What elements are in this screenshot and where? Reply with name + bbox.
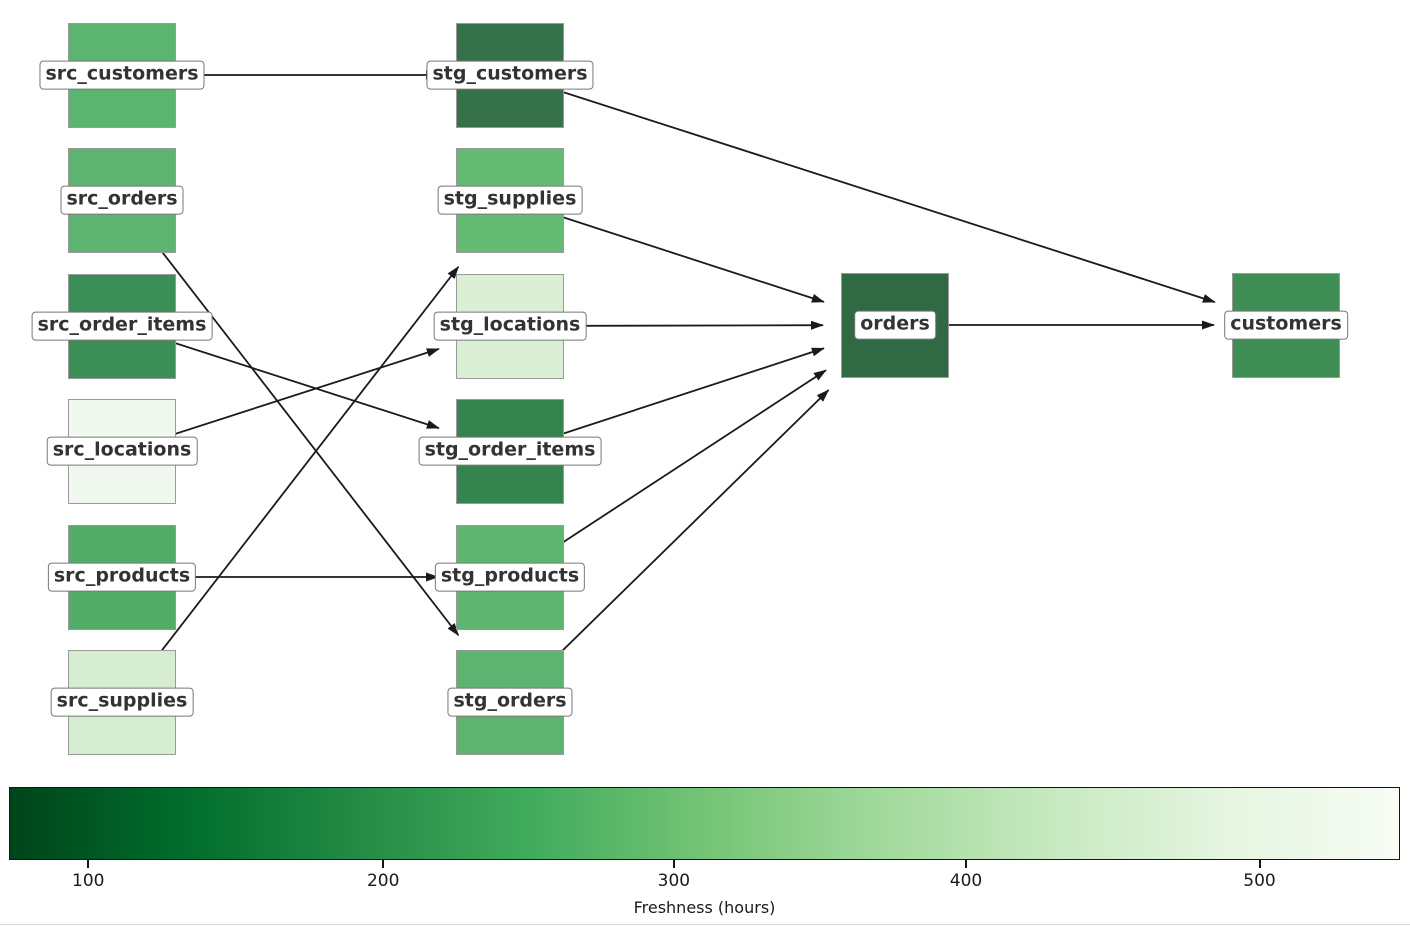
window-bottom-edge xyxy=(0,924,1410,925)
node-label-src_order_items: src_order_items xyxy=(31,311,213,341)
colorbar-tick-mark-200 xyxy=(382,860,385,868)
node-label-stg_order_items: stg_order_items xyxy=(418,436,602,466)
colorbar-tick-mark-300 xyxy=(672,860,675,868)
colorbar-tick-label-400: 400 xyxy=(949,871,983,891)
colorbar-tick-mark-400 xyxy=(965,860,967,868)
node-label-src_customers: src_customers xyxy=(39,60,205,90)
node-label-src_locations: src_locations xyxy=(46,436,198,466)
graph-edge-stg_customers-to-customers xyxy=(509,74,1216,303)
node-label-stg_locations: stg_locations xyxy=(433,311,587,341)
colorbar-tick-mark-100 xyxy=(87,860,90,868)
freshness-colorbar xyxy=(9,787,1400,860)
node-label-stg_products: stg_products xyxy=(434,562,586,592)
node-label-customers: customers xyxy=(1224,310,1348,340)
node-label-src_supplies: src_supplies xyxy=(50,687,194,717)
colorbar-axis-label: Freshness (hours) xyxy=(633,898,776,917)
node-label-src_products: src_products xyxy=(47,562,197,592)
edge-layer xyxy=(121,70,1216,703)
colorbar-tick-label-200: 200 xyxy=(366,871,400,891)
node-label-stg_customers: stg_customers xyxy=(426,60,594,90)
graph-edge-src_orders-to-stg_orders xyxy=(121,199,460,637)
colorbar-tick-label-300: 300 xyxy=(657,871,691,891)
node-label-stg_supplies: stg_supplies xyxy=(437,185,583,215)
graph-edge-src_supplies-to-stg_supplies xyxy=(121,265,460,703)
node-label-src_orders: src_orders xyxy=(60,185,184,215)
colorbar-tick-label-100: 100 xyxy=(72,871,105,891)
node-label-orders: orders xyxy=(854,310,936,340)
colorbar-tick-label-500: 500 xyxy=(1243,871,1276,891)
colorbar-tick-mark-500 xyxy=(1258,860,1261,868)
node-label-stg_orders: stg_orders xyxy=(447,687,573,717)
